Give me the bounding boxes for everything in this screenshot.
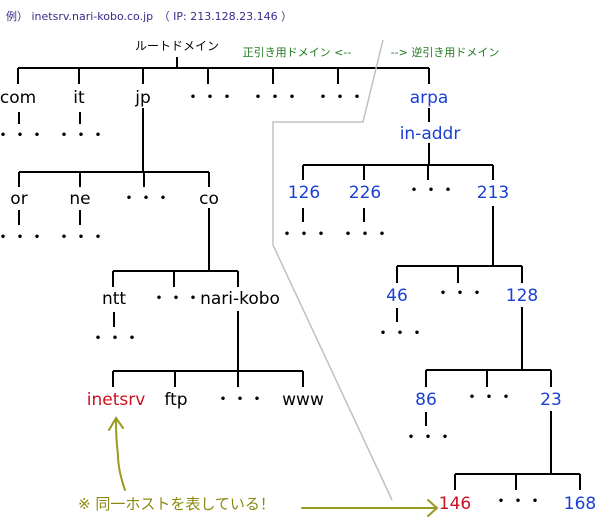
node-ellipsis: ・・・: [0, 228, 46, 248]
node-ntt: ntt: [101, 289, 127, 309]
node-ellipsis: ・・・: [402, 428, 454, 448]
node-146: 146: [438, 494, 472, 514]
node-ellipsis: ・・・: [55, 126, 107, 146]
node-arpa: arpa: [409, 88, 449, 108]
node-it: it: [73, 88, 85, 108]
node-nari-kobo: nari-kobo: [200, 289, 280, 309]
node-www: www: [282, 390, 324, 410]
node-ellipsis: ・・・: [184, 88, 236, 108]
node-ellipsis: ・・・: [405, 181, 457, 201]
node-ellipsis: ・・・: [278, 225, 330, 245]
root-domain-label: ルートドメイン: [134, 39, 220, 53]
node-inetsrv: inetsrv: [86, 390, 146, 410]
node-168: 168: [563, 494, 597, 514]
node-ellipsis: ・・・: [339, 225, 391, 245]
node-ellipsis: ・・・: [214, 390, 266, 410]
node-ellipsis: ・・・: [55, 228, 107, 248]
node-126: 126: [287, 183, 321, 203]
node-46: 46: [386, 286, 408, 306]
reverse-label: --> 逆引き用ドメイン: [390, 46, 500, 59]
node-ellipsis: ・・・: [463, 388, 515, 408]
forward-label: 正引き用ドメイン <--: [242, 46, 352, 59]
node-ellipsis: ・・・: [150, 289, 202, 309]
node-in-addr: in-addr: [399, 124, 461, 144]
node-226: 226: [348, 183, 382, 203]
node-128: 128: [505, 286, 539, 306]
node-ellipsis: ・・・: [434, 284, 486, 304]
node-213: 213: [476, 183, 510, 203]
node-ellipsis: ・・・: [89, 329, 141, 349]
node-23: 23: [540, 390, 562, 410]
node-ellipsis: ・・・: [120, 189, 172, 209]
node-ellipsis: ・・・: [314, 88, 366, 108]
node-or: or: [10, 189, 28, 209]
example-title: 例） inetsrv.nari-kobo.co.jp （ IP: 213.128…: [6, 10, 293, 23]
node-86: 86: [415, 390, 437, 410]
node-ellipsis: ・・・: [374, 324, 426, 344]
node-com: com: [0, 88, 37, 108]
node-jp: jp: [135, 88, 151, 108]
node-ellipsis: ・・・: [249, 88, 301, 108]
divider-line: [272, 39, 393, 501]
node-ne: ne: [69, 189, 91, 209]
node-ellipsis: ・・・: [0, 126, 46, 146]
node-ellipsis: ・・・: [492, 492, 544, 512]
node-ftp: ftp: [164, 390, 188, 410]
same-host-note: ※ 同一ホストを表している！: [78, 495, 275, 513]
up-arrow: [115, 419, 126, 491]
node-co: co: [199, 189, 219, 209]
